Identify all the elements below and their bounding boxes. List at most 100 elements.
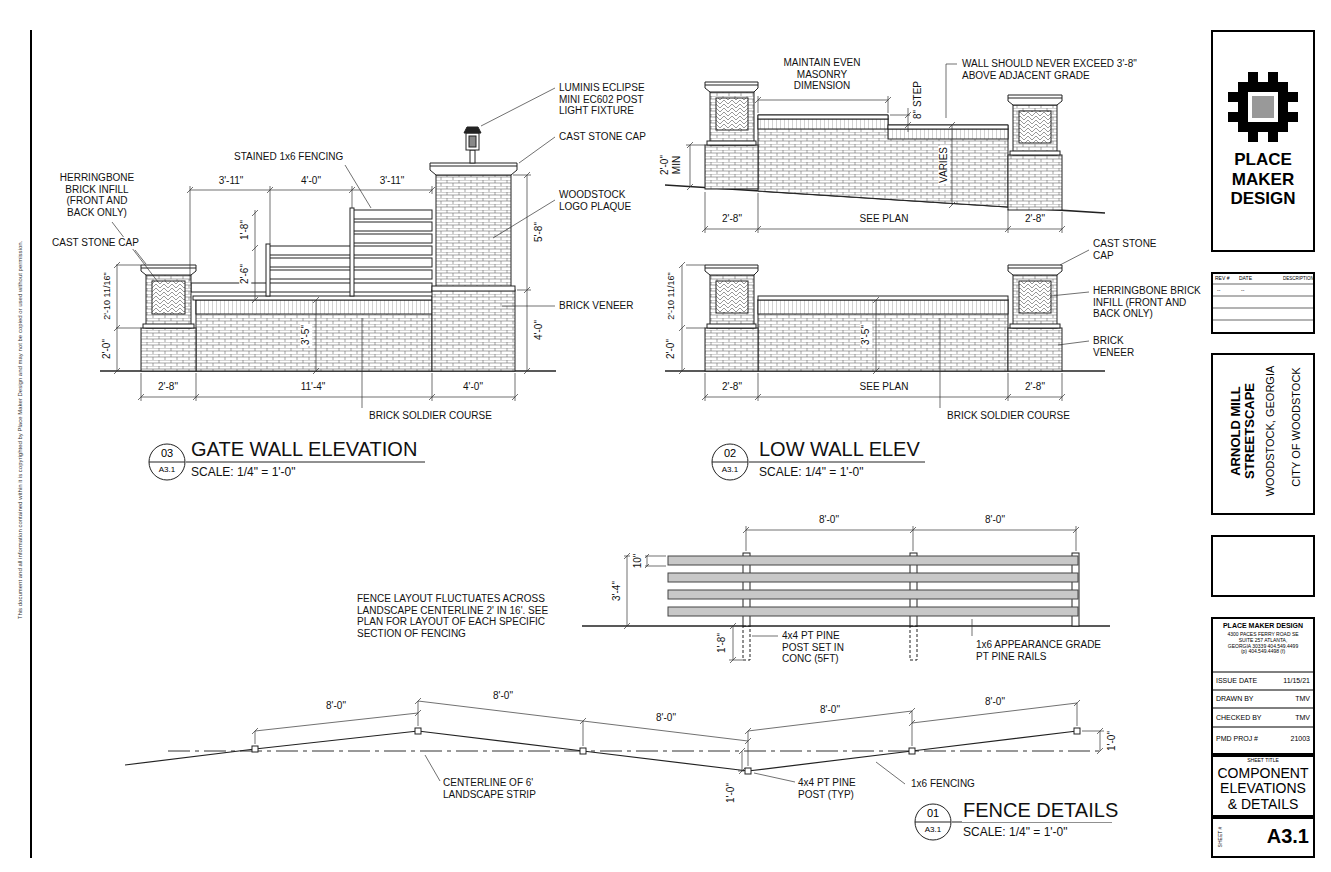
fence-boards bbox=[352, 210, 432, 219]
dimension: 3'-11" bbox=[379, 175, 406, 187]
callout-label: 4x4 PT PINE POST SET IN CONC (5FT) bbox=[781, 630, 857, 665]
dimension-lines bbox=[679, 262, 705, 374]
dimension: 8'-0" bbox=[984, 514, 1006, 526]
callout-label: BRICK VENEER bbox=[1092, 335, 1146, 358]
dimension-lines bbox=[890, 108, 911, 132]
dimension: 3'-11" bbox=[218, 175, 245, 187]
small-pier bbox=[705, 82, 758, 189]
firm-logo bbox=[1238, 112, 1248, 122]
firm-logo bbox=[1278, 92, 1288, 102]
dimension-lines bbox=[313, 297, 319, 374]
dimension: 3'-5" bbox=[860, 324, 872, 346]
small-pier bbox=[705, 85, 758, 86]
dimension: 8'-0" bbox=[492, 690, 514, 702]
wall-cap bbox=[193, 296, 432, 300]
small-pier bbox=[146, 275, 191, 328]
dimension-lines bbox=[746, 526, 1076, 551]
gate-wall-elevation bbox=[100, 88, 556, 462]
dimension: 11'-4" bbox=[300, 381, 327, 393]
firm-logo bbox=[1248, 122, 1258, 132]
dimension: SEE PLAN bbox=[859, 213, 910, 225]
dimension-lines bbox=[141, 373, 515, 401]
firm-logo bbox=[1278, 112, 1288, 122]
sheet-border bbox=[30, 30, 32, 858]
dimension-lines bbox=[252, 698, 1104, 774]
revision-rows bbox=[1211, 284, 1315, 320]
callout-label: HERRINGBONE BRICK INFILL (FRONT AND BACK… bbox=[1092, 285, 1209, 320]
small-pier bbox=[1008, 265, 1062, 371]
small-pier bbox=[1008, 268, 1062, 269]
firm-address: 4300 PACES FERRY ROAD SE SUITE 257 ATLAN… bbox=[1227, 632, 1299, 655]
firm-name: PLACE MAKER DESIGN bbox=[1215, 150, 1311, 209]
sheet-number: A3.1 bbox=[1267, 825, 1309, 848]
leader-lines bbox=[940, 250, 1089, 408]
small-pier bbox=[710, 275, 754, 328]
low-wall-level bbox=[665, 250, 1105, 462]
dimension: 8'-0" bbox=[325, 700, 347, 712]
table-cell: -- bbox=[1217, 288, 1220, 294]
copyright-note: This document and all information contai… bbox=[17, 240, 24, 621]
dimension-lines bbox=[255, 701, 1077, 741]
fence-rails bbox=[668, 556, 1078, 565]
dimension: 2'-8" bbox=[1024, 381, 1046, 393]
small-pier bbox=[705, 82, 758, 92]
small-pier bbox=[1008, 98, 1062, 99]
title-underline bbox=[749, 462, 925, 463]
firm-logo bbox=[1238, 122, 1248, 132]
dimension: 2'-0" bbox=[665, 338, 677, 360]
small-pier bbox=[707, 324, 756, 328]
fence-rails bbox=[668, 556, 1078, 616]
small-pier bbox=[710, 92, 754, 145]
centerline bbox=[168, 751, 1102, 752]
callout-circle bbox=[915, 804, 951, 840]
sheet-reference: A3.1 bbox=[722, 465, 738, 474]
dimension-lines bbox=[729, 623, 743, 663]
small-pier bbox=[716, 281, 748, 313]
fence-boards bbox=[352, 234, 432, 243]
small-pier bbox=[152, 281, 185, 314]
small-pier bbox=[1008, 155, 1062, 210]
callout-number: 01 bbox=[927, 807, 939, 820]
dimension-lines bbox=[624, 553, 630, 629]
dimension-lines bbox=[252, 698, 1080, 744]
firm-logo bbox=[1288, 112, 1298, 122]
fence-rails bbox=[668, 607, 1078, 616]
small-pier bbox=[1013, 275, 1057, 328]
post-light bbox=[464, 127, 481, 163]
view-title: LOW WALL ELEV bbox=[758, 438, 921, 461]
dimension-lines bbox=[755, 96, 891, 113]
client-name: CITY OF WOODSTOCK bbox=[1290, 367, 1303, 486]
dimension-lines bbox=[513, 172, 531, 374]
firm-logo bbox=[1248, 132, 1258, 142]
title-block-art bbox=[1211, 72, 1315, 727]
dimension: 3'-5" bbox=[300, 324, 312, 346]
view-title: GATE WALL ELEVATION bbox=[190, 438, 418, 461]
sheet-number-box: SHEET #A3.1 bbox=[1211, 817, 1315, 858]
small-pier bbox=[141, 265, 196, 371]
logo-box: PLACE MAKER DESIGN bbox=[1211, 30, 1315, 252]
fence-boards bbox=[191, 283, 432, 292]
table-header: DATE bbox=[1239, 276, 1252, 282]
dimension-lines bbox=[686, 142, 705, 190]
gate-pier bbox=[432, 286, 515, 291]
low-wall-sloped bbox=[665, 64, 1105, 233]
firm-logo bbox=[1248, 72, 1258, 82]
leader-lines bbox=[112, 88, 555, 408]
dimension-lines bbox=[114, 172, 531, 401]
sheet-title-box: SHEET TITLECOMPONENT ELEVATIONS & DETAIL… bbox=[1211, 755, 1315, 817]
post-symbol bbox=[909, 748, 915, 754]
leader-lines bbox=[112, 88, 555, 408]
fence-line bbox=[125, 731, 1077, 771]
small-pier bbox=[141, 265, 196, 275]
table-header: DESCRIPTION bbox=[1283, 276, 1314, 281]
revision-table: REV #DATEDESCRIPTION---- bbox=[1211, 272, 1315, 334]
dimension-lines bbox=[873, 297, 879, 374]
title-block-rows bbox=[1211, 672, 1315, 727]
small-pier bbox=[1010, 151, 1060, 155]
post-symbol bbox=[1074, 728, 1080, 734]
small-pier bbox=[705, 265, 758, 275]
small-pier bbox=[1019, 281, 1051, 313]
field-value: TMV bbox=[1295, 695, 1310, 703]
post-light bbox=[469, 136, 476, 147]
gate-pier bbox=[430, 166, 517, 167]
